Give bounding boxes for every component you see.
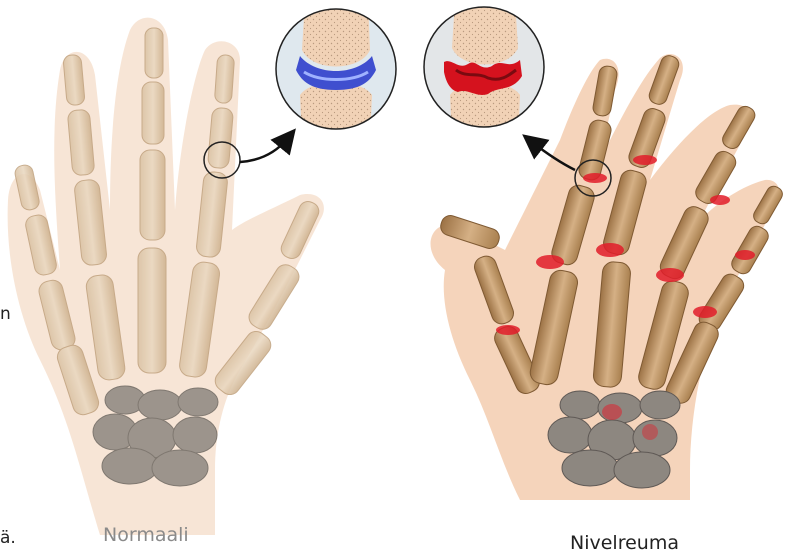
normal-hand-skeleton-illustration [8,18,324,535]
normal-carpal-bones [93,386,218,486]
edge-text-fragment: n [0,304,11,324]
healthy-joint-magnified [270,0,405,140]
inflamed-joint-magnified [420,0,550,140]
normal-label: Normaali [103,524,189,546]
rheumatoid-label: Nivelreuma [570,532,679,554]
edge-text-fragment: ä. [0,528,16,548]
normal-arrow [240,138,288,162]
